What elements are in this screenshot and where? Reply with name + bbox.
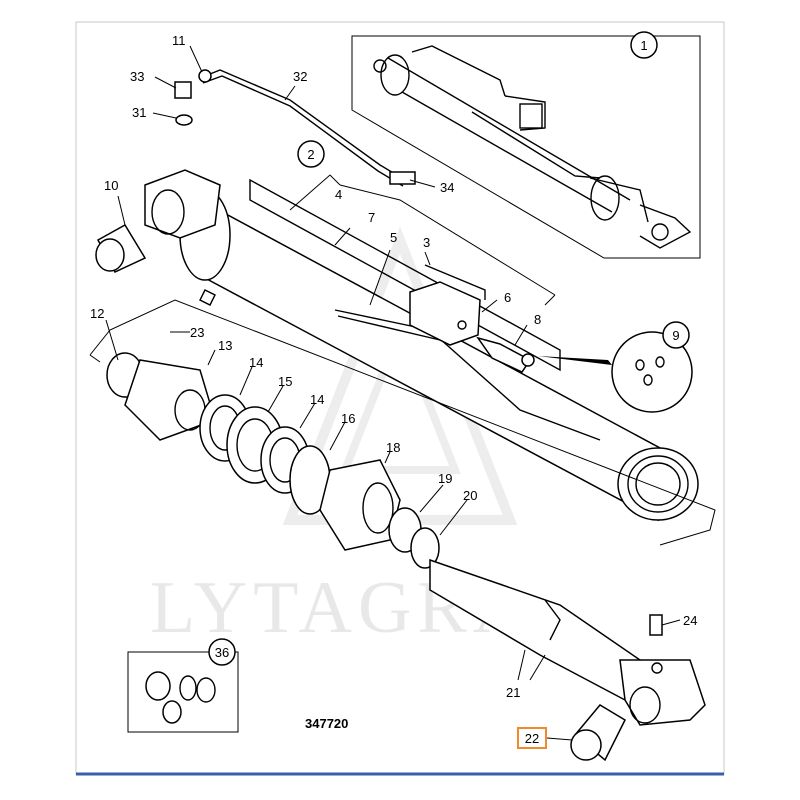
- cartridge-valve: [476, 336, 535, 373]
- elbow-33: [174, 81, 192, 99]
- callout-19[interactable]: 19: [438, 471, 452, 486]
- callout-14a[interactable]: 14: [249, 355, 263, 370]
- callouts: 1 2 3 4 5 6 7 8 9 10 11 12 13 14 14 15 1…: [90, 31, 697, 749]
- valve-block: [337, 264, 486, 346]
- callout-18[interactable]: 18: [386, 440, 400, 455]
- callout-3[interactable]: 3: [423, 235, 430, 250]
- callout-4[interactable]: 4: [335, 187, 342, 202]
- gland-18: [319, 459, 401, 551]
- callout-32[interactable]: 32: [293, 69, 307, 84]
- seal-kit-inset: [127, 651, 239, 733]
- callout-21[interactable]: 21: [506, 685, 520, 700]
- svg-text:36: 36: [215, 645, 229, 660]
- wiper-20: [410, 527, 440, 569]
- callout-31[interactable]: 31: [132, 105, 146, 120]
- piston-rod-21: [429, 558, 706, 726]
- fitting-11: [198, 69, 212, 83]
- drawing-number: 347720: [305, 716, 348, 731]
- callout-15[interactable]: 15: [278, 374, 292, 389]
- piston-parts-bracket: [89, 299, 716, 546]
- callout-20[interactable]: 20: [463, 488, 477, 503]
- callout-14b[interactable]: 14: [310, 392, 324, 407]
- bushing-10: [95, 223, 147, 273]
- callout-11[interactable]: 11: [172, 33, 186, 48]
- svg-text:22: 22: [525, 731, 539, 746]
- callout-7[interactable]: 7: [368, 210, 375, 225]
- callout-12[interactable]: 12: [90, 306, 104, 321]
- callout-5[interactable]: 5: [390, 230, 397, 245]
- leader-lines: [105, 45, 681, 741]
- callout-23[interactable]: 23: [190, 325, 204, 340]
- washer-31: [175, 114, 193, 126]
- callout-1[interactable]: 1: [630, 31, 658, 59]
- fitting-34: [389, 171, 416, 185]
- callout-10[interactable]: 10: [104, 178, 118, 193]
- inset-assembled-cylinder: [351, 35, 701, 259]
- callout-22-highlighted[interactable]: 22: [517, 727, 547, 749]
- callout-34[interactable]: 34: [440, 180, 454, 195]
- rod-eye: [619, 659, 706, 726]
- callout-24[interactable]: 24: [683, 613, 697, 628]
- seal-detail-9: [538, 331, 693, 413]
- callout-9[interactable]: 9: [662, 321, 690, 349]
- callout-16[interactable]: 16: [341, 411, 355, 426]
- svg-text:2: 2: [307, 147, 314, 162]
- callout-2[interactable]: 2: [297, 140, 325, 168]
- svg-text:1: 1: [640, 38, 647, 53]
- pipe-assembly: [174, 69, 416, 187]
- callout-36[interactable]: 36: [208, 638, 236, 666]
- callout-8[interactable]: 8: [534, 312, 541, 327]
- bushing-22: [570, 704, 626, 762]
- group-2-bracket: [289, 174, 556, 306]
- grease-nipple-24: [649, 614, 663, 636]
- callout-13[interactable]: 13: [218, 338, 232, 353]
- callout-33[interactable]: 33: [130, 69, 144, 84]
- svg-text:9: 9: [672, 328, 679, 343]
- callout-6[interactable]: 6: [504, 290, 511, 305]
